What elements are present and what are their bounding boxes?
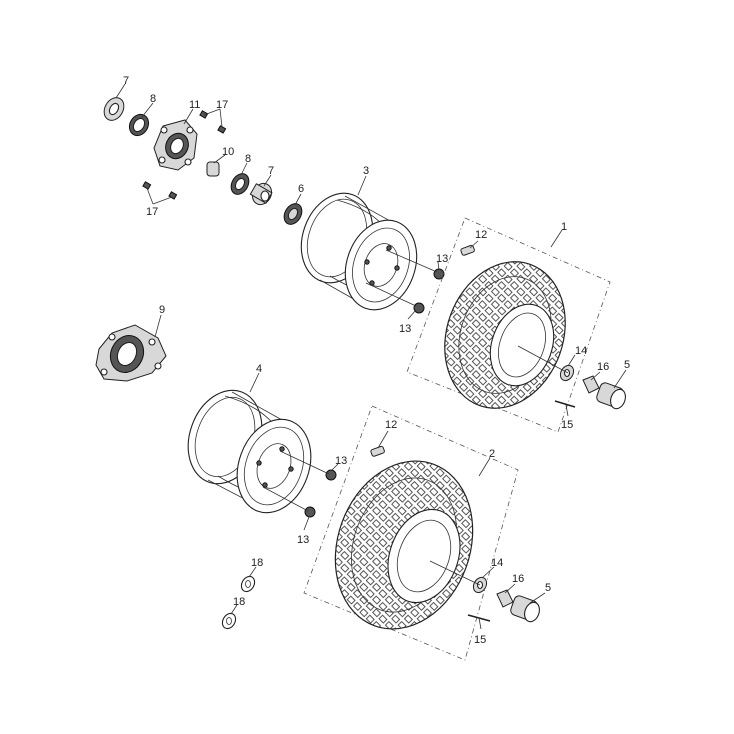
seal-8-mid xyxy=(230,173,250,195)
callout-16-lower: 16 xyxy=(512,573,524,585)
nut-16-upper xyxy=(582,375,600,394)
hub-9 xyxy=(95,324,167,382)
callout-9: 9 xyxy=(159,304,165,316)
leader-lines xyxy=(115,83,627,630)
callout-1: 1 xyxy=(561,221,567,233)
centre-lines xyxy=(262,249,569,586)
callout-11: 11 xyxy=(189,99,200,111)
valve-12-lower xyxy=(370,445,385,457)
callout-3: 3 xyxy=(363,165,369,177)
callout-4: 4 xyxy=(256,363,262,375)
callout-17-top: 17 xyxy=(216,99,228,111)
callout-5-upper: 5 xyxy=(624,359,630,371)
callout-17-bottom: 17 xyxy=(146,206,158,218)
callout-14-lower: 14 xyxy=(491,557,503,569)
axle-parts-lower xyxy=(467,576,540,623)
callout-15-lower: 15 xyxy=(474,634,486,646)
bushing-10 xyxy=(206,161,220,177)
tire-2 xyxy=(334,460,474,630)
axle-parts-upper xyxy=(554,364,626,410)
lugnuts-13-lower xyxy=(304,469,337,518)
bearing-6 xyxy=(283,203,303,225)
callout-10: 10 xyxy=(222,146,234,158)
valve-12-upper xyxy=(460,244,475,256)
callout-16-upper: 16 xyxy=(597,361,609,373)
callout-6: 6 xyxy=(298,183,304,195)
tire-1 xyxy=(444,261,566,409)
callout-7-mid: 7 xyxy=(268,165,274,177)
callout-18-a: 18 xyxy=(251,557,263,569)
hub-11 xyxy=(153,119,198,171)
washer-7-top xyxy=(103,97,125,121)
cap-5-upper xyxy=(596,382,626,410)
rim-3 xyxy=(300,192,418,311)
callout-13-lower-b: 13 xyxy=(297,534,309,546)
callout-14-upper: 14 xyxy=(575,345,587,357)
callout-13-upper-a: 13 xyxy=(436,253,448,265)
cap-5-lower xyxy=(510,595,540,623)
studs-17-top xyxy=(199,110,227,134)
callout-13-upper-b: 13 xyxy=(399,323,411,335)
callout-2: 2 xyxy=(489,448,495,460)
callout-12-upper: 12 xyxy=(475,229,487,241)
seal-8-top xyxy=(128,113,150,137)
callout-5-lower: 5 xyxy=(545,582,551,594)
dashed-box-2 xyxy=(303,405,519,661)
callout-8-top: 8 xyxy=(150,93,156,105)
washers-18 xyxy=(221,575,256,630)
cotter-pin-15-upper xyxy=(554,400,576,408)
callout-8-mid: 8 xyxy=(245,153,251,165)
callout-numbers: 7 8 11 17 10 8 7 17 6 3 12 1 13 13 9 14 … xyxy=(123,75,630,646)
callout-18-b: 18 xyxy=(233,596,245,608)
callout-12-lower: 12 xyxy=(385,419,397,431)
callout-7-top: 7 xyxy=(123,75,129,87)
callout-15-upper: 15 xyxy=(561,419,573,431)
rim-4 xyxy=(187,389,312,514)
callout-13-lower-a: 13 xyxy=(335,455,347,467)
lugnuts-13-upper xyxy=(413,268,445,314)
bearing-7-mid xyxy=(249,182,273,206)
